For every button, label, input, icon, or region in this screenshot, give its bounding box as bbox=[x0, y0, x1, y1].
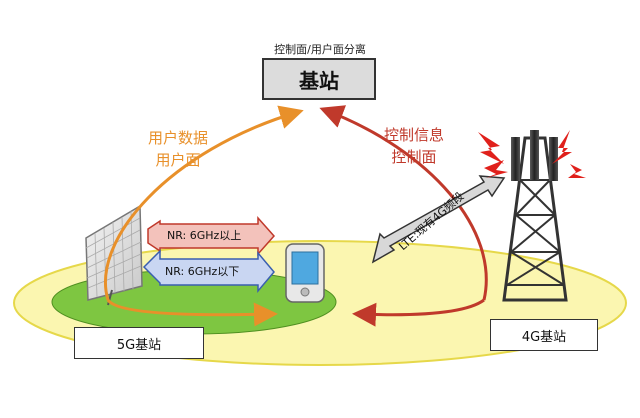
control-plane-label: 控制信息 控制面 bbox=[384, 124, 444, 168]
smartphone-icon bbox=[285, 243, 325, 303]
lte-link-arrow bbox=[371, 175, 506, 264]
4g-station-box: 4G基站 bbox=[490, 319, 598, 351]
cell-tower-icon bbox=[478, 130, 586, 302]
control-plane-arrow bbox=[319, 105, 488, 301]
5g-station-label: 5G基站 bbox=[116, 337, 162, 353]
user-plane-label-line-1: 用户数据 bbox=[148, 129, 209, 147]
control-plane-label-line-1: 控制信息 bbox=[384, 126, 445, 144]
control-plane-label-line-2: 控制面 bbox=[391, 148, 437, 166]
5g-station-box: 5G基站 bbox=[74, 327, 204, 359]
base-station-label: 基站 bbox=[299, 68, 339, 93]
user-plane-ground-arrow bbox=[106, 298, 278, 327]
4g-station-label: 4G基站 bbox=[521, 329, 567, 345]
base-station-box: 基站 bbox=[262, 58, 376, 100]
control-plane-ground-arrow bbox=[352, 298, 485, 327]
user-plane-label: 用户数据 用户面 bbox=[148, 127, 208, 171]
nr-below-6ghz-label: NR: 6GHz以下 bbox=[165, 265, 240, 278]
nr-above-6ghz-arrow bbox=[147, 216, 276, 256]
user-plane-arrow bbox=[104, 105, 304, 301]
base-station-caption: 控制面/用户面分离 bbox=[274, 43, 366, 56]
user-plane-label-line-2: 用户面 bbox=[155, 151, 201, 169]
nr-above-6ghz-label: NR: 6GHz以上 bbox=[167, 229, 242, 242]
5g-antenna-panel-icon bbox=[85, 204, 143, 306]
nr-below-6ghz-arrow bbox=[142, 249, 275, 294]
